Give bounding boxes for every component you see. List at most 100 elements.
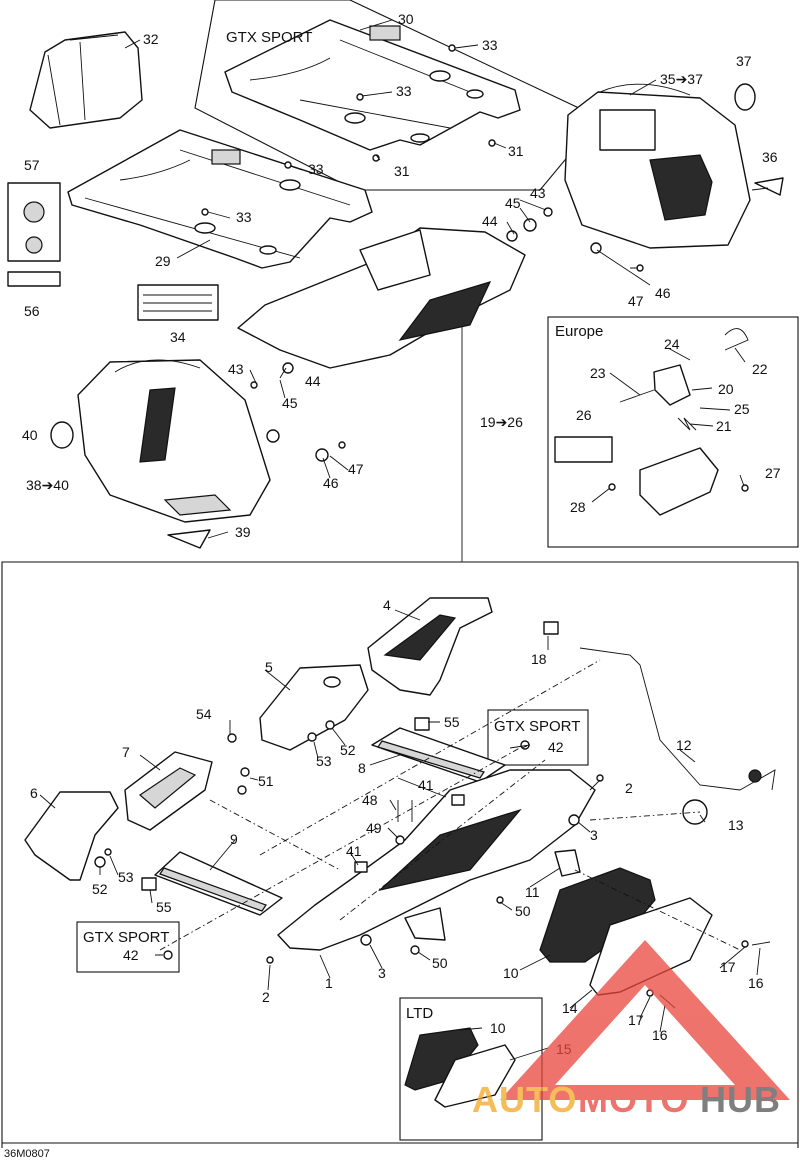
reflector-39 xyxy=(167,529,211,549)
callout-19-26: 19➔26 xyxy=(480,414,523,430)
screw-47-left xyxy=(338,441,346,449)
lamp-housing-10 xyxy=(539,867,656,963)
nut-3-a xyxy=(568,814,580,826)
callout-14: 14 xyxy=(562,1000,578,1016)
nut-50-a xyxy=(496,896,504,904)
callout-50: 50 xyxy=(515,903,531,919)
callout-39: 39 xyxy=(235,524,251,540)
callout-20: 20 xyxy=(718,381,734,397)
callout-51: 51 xyxy=(258,773,274,789)
plate-30-hole-b xyxy=(466,89,484,99)
bracket-5-hole xyxy=(323,676,341,688)
callout-44: 44 xyxy=(482,213,498,229)
rack-upper-grille xyxy=(398,281,492,341)
callout-7: 7 xyxy=(122,744,130,760)
bolt-43-left xyxy=(250,381,258,389)
callout-26: 26 xyxy=(576,407,592,423)
callout-6: 6 xyxy=(30,785,38,801)
cover-32-lines xyxy=(47,34,119,126)
plate-30-cutout xyxy=(369,25,401,41)
rear-plate-30 xyxy=(224,19,521,151)
plate-29-hole-b xyxy=(194,222,216,234)
rod-12-end xyxy=(748,769,762,783)
callout-47: 47 xyxy=(348,461,364,477)
callout-10: 10 xyxy=(503,965,519,981)
callout-21: 21 xyxy=(716,418,732,434)
screw-2-a xyxy=(596,774,604,782)
nut-52 xyxy=(325,720,335,730)
callout-55: 55 xyxy=(156,899,172,915)
callout-4: 4 xyxy=(383,597,391,613)
callout-8: 8 xyxy=(358,760,366,776)
callout-9: 9 xyxy=(230,831,238,847)
callout-11: 11 xyxy=(525,884,540,900)
callout-57: 57 xyxy=(24,157,40,173)
callout-1: 1 xyxy=(325,975,333,991)
nut-44-left xyxy=(282,362,294,374)
bolt-27 xyxy=(741,484,749,492)
europe-frame xyxy=(547,316,799,548)
callout-52: 52 xyxy=(92,881,108,897)
callout-37: 37 xyxy=(736,53,752,69)
rail-8 xyxy=(371,727,506,783)
side-case-left xyxy=(77,359,271,523)
callout-22: 22 xyxy=(752,361,768,377)
watermark-logo: AUTO MOTO HUB xyxy=(472,940,790,1120)
plate-29-hole-a xyxy=(279,179,301,191)
nut-41-b xyxy=(354,861,368,873)
callout-43: 43 xyxy=(228,361,244,377)
case-left-handle xyxy=(114,359,201,373)
label-57-symbol-a xyxy=(23,201,45,223)
callout-23: 23 xyxy=(590,365,606,381)
plate-29-hole-c xyxy=(259,245,277,255)
nut-44 xyxy=(506,230,518,242)
bulb-13 xyxy=(682,799,708,825)
plate-29-cutout xyxy=(211,149,241,165)
reflector-37 xyxy=(734,83,756,111)
callout-56: 56 xyxy=(24,303,40,319)
gtx-sport-upper-frame xyxy=(194,0,601,191)
callout-13: 13 xyxy=(728,817,744,833)
wire-rod-12 xyxy=(579,647,776,791)
warning-label-34 xyxy=(137,284,219,321)
plate-30-hole-a xyxy=(429,70,451,82)
callout-29: 29 xyxy=(155,253,171,269)
callout-41: 41 xyxy=(346,843,362,859)
nut-52-b xyxy=(94,856,106,868)
callout-33: 33 xyxy=(308,161,324,177)
label-gtx-sport-b: GTX SPORT xyxy=(83,929,169,946)
reflector-36 xyxy=(754,177,784,196)
plate-30-hole-c xyxy=(344,112,366,124)
callout-33: 33 xyxy=(482,37,498,53)
callout-52: 52 xyxy=(340,742,356,758)
nut-53-b xyxy=(104,848,112,856)
callout-3: 3 xyxy=(378,965,386,981)
callout-33: 33 xyxy=(396,83,412,99)
screw-33-a xyxy=(448,44,456,52)
screw-16-a xyxy=(751,941,771,946)
label-europe: Europe xyxy=(555,323,603,340)
watermark-text-moto: MOTO xyxy=(578,1079,689,1120)
nut-50-b xyxy=(410,945,420,955)
clip-55-a xyxy=(414,717,430,731)
rear-frame-foot xyxy=(404,907,446,941)
plate-30-hole-d xyxy=(410,133,430,143)
screw-54 xyxy=(227,733,237,743)
rack-upper-bracket xyxy=(359,229,431,291)
bolt-43 xyxy=(543,207,553,217)
rear-rack-upper xyxy=(237,227,526,369)
watermark-text-hub: HUB xyxy=(700,1079,781,1120)
callout-50: 50 xyxy=(432,955,448,971)
rear-frame-grille xyxy=(377,808,522,892)
case-right-handle xyxy=(599,83,691,96)
bracket-11 xyxy=(554,849,581,877)
callout-16: 16 xyxy=(652,1027,668,1043)
callout-27: 27 xyxy=(765,465,781,481)
watermark-triangle-icon xyxy=(500,940,790,1100)
callout-33: 33 xyxy=(236,209,252,225)
callout-28: 28 xyxy=(570,499,586,515)
washer-45 xyxy=(523,218,537,232)
callout-25: 25 xyxy=(734,401,750,417)
rail-8-groove xyxy=(377,740,485,779)
ltd-lamp-lens-15 xyxy=(434,1044,516,1108)
